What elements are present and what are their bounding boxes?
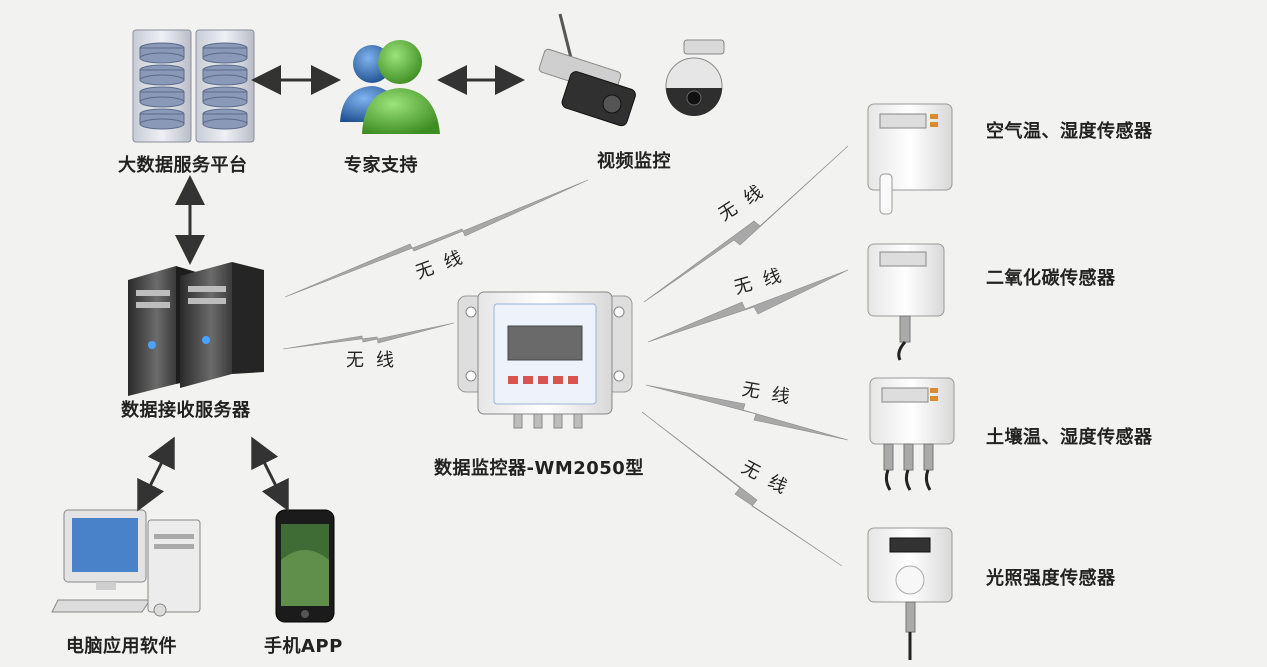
co2-sensor-icon (867, 243, 945, 361)
wireless-bolt-server-video (284, 179, 589, 298)
expert-support-label: 专家支持 (344, 155, 418, 176)
big-data-platform-label: 大数据服务平台 (118, 155, 248, 176)
pc-software-label: 电脑应用软件 (66, 636, 177, 657)
video-monitoring-label: 视频监控 (597, 151, 671, 172)
computer-icon (51, 509, 201, 617)
wireless-bolt-server-monitor (282, 322, 455, 350)
wireless-bolt-co2 (647, 269, 849, 343)
wireless-bolt-air (643, 145, 849, 303)
receiving-server-label: 数据接收服务器 (121, 400, 251, 421)
arrow-server-phone (251, 436, 289, 512)
wireless-label-server-monitor: 无线 (346, 350, 406, 371)
mobile-app-label: 手机APP (264, 636, 343, 657)
arrow-server-pc (137, 436, 175, 512)
server-icon (128, 262, 264, 396)
air-sensor-label: 空气温、湿度传感器 (986, 121, 1153, 142)
soil-sensor-label: 土壤温、湿度传感器 (986, 427, 1153, 448)
air-sensor-icon (867, 103, 953, 215)
wireless-bolt-light (641, 411, 843, 567)
co2-sensor-label: 二氧化碳传感器 (986, 268, 1116, 289)
rack-icon (132, 29, 255, 143)
wireless-bolt-soil (645, 384, 849, 441)
light-sensor-label: 光照强度传感器 (986, 568, 1116, 589)
phone-icon (275, 509, 335, 623)
light-sensor-icon (867, 527, 953, 660)
expert-people-icon (340, 40, 440, 134)
monitor-device-label: 数据监控器-WM2050型 (434, 458, 644, 479)
soil-sensor-icon (869, 377, 955, 491)
monitor-device-icon (457, 291, 633, 429)
camera-icon (538, 13, 725, 127)
